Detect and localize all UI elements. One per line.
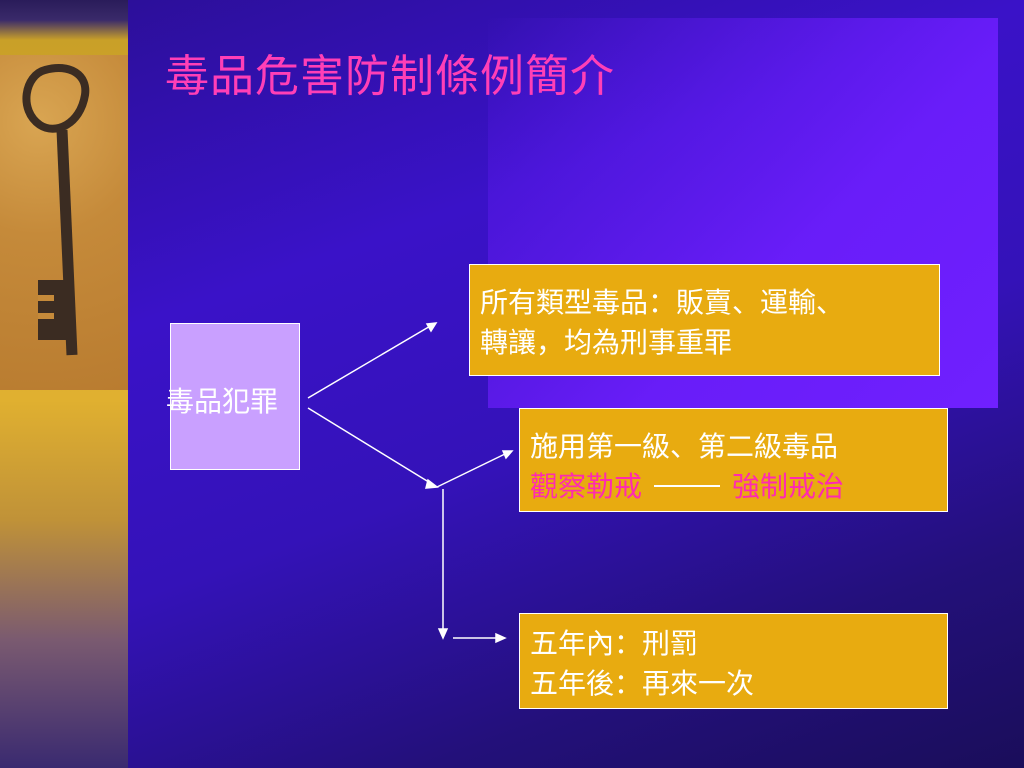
branch-box-use: 施用第一級、第二級毒品 觀察勒戒 強制戒治 [519,408,948,512]
arrow-line [654,484,721,487]
branch-3-line-2: 五年後：再來一次 [530,667,755,700]
branch-1-line-1: 所有類型毒品：販賣、運輸、 [480,286,845,319]
arrowhead-branch-3 [495,632,507,644]
branch-3-line-1: 五年內：刑罰 [530,627,699,660]
arrowhead-branch-1 [425,322,438,333]
key-image [0,55,128,390]
branch-2-line-2: 觀察勒戒 強制戒治 [530,467,937,507]
branch-box-recidivism: 五年內：刑罰 五年後：再來一次 [519,613,948,709]
connector-to-branch-2 [436,452,508,488]
observation-label: 觀察勒戒 [530,470,643,503]
connector-root-to-junction [307,407,433,485]
branch-1-line-2: 轉讓，均為刑事重罪 [480,326,733,359]
arrowhead-branch-2 [501,450,514,460]
root-node-box [170,323,300,470]
branch-box-sale: 所有類型毒品：販賣、運輸、 轉讓，均為刑事重罪 [469,264,940,376]
arrowhead-down [437,628,449,640]
branch-2-line-1: 施用第一級、第二級毒品 [530,430,839,463]
root-node-label: 毒品犯罪 [166,385,279,418]
arrowhead-junction [425,478,439,489]
key-icon [22,64,90,356]
connector-to-branch-1 [307,324,433,399]
slide-title: 毒品危害防制條例簡介 [165,51,615,102]
compulsory-treatment-label: 強制戒治 [732,470,845,503]
